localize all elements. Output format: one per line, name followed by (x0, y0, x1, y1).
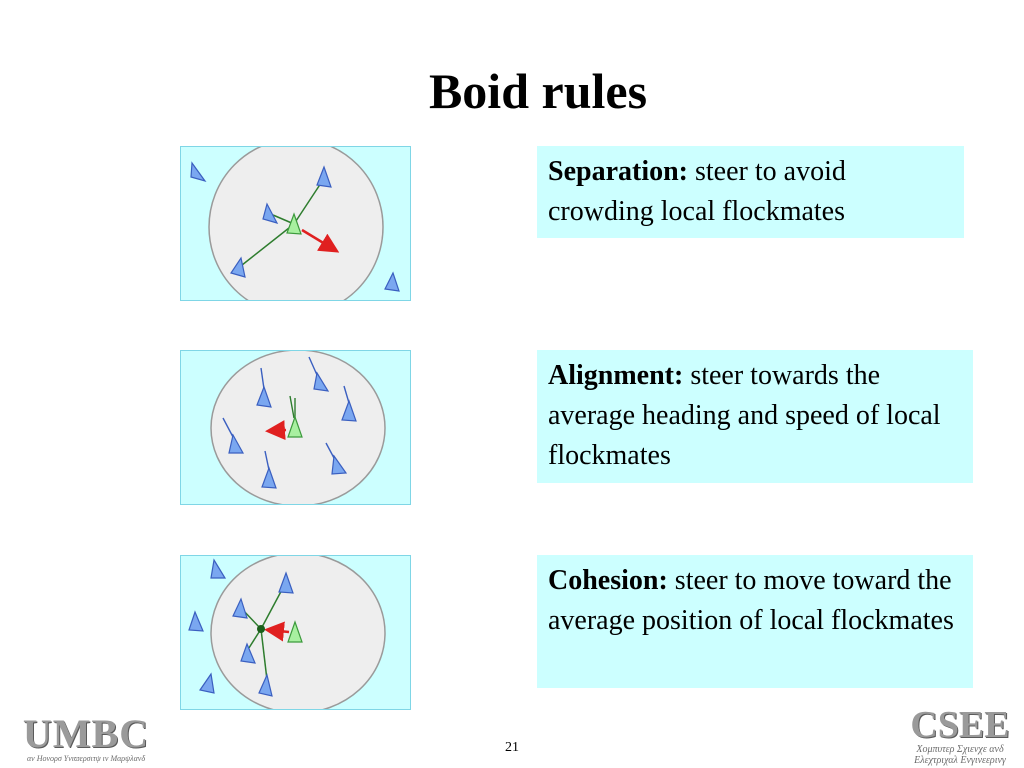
umbc-logo: UMBC αν Ηονορσ Υνιϖερσιτψ ιν Μαρψλανδ (6, 714, 166, 764)
rule-heading: Cohesion: (548, 565, 668, 596)
link-line (246, 628, 262, 652)
rule-heading: Separation: (548, 156, 688, 187)
separation-diagram (180, 146, 411, 301)
alignment-rule: Alignment: steer towards the average hea… (537, 350, 973, 483)
rule-text: steer to move toward the average positio… (548, 565, 954, 636)
boid-icon (190, 161, 207, 183)
heading-line (343, 385, 350, 404)
boid-icon (240, 642, 256, 664)
boid-icon (228, 433, 245, 454)
focal-boid-icon (287, 415, 303, 438)
steer-arrow (264, 621, 290, 642)
steer-arrow (301, 228, 340, 253)
heading-line (325, 442, 335, 459)
boid-icon (313, 371, 330, 392)
average-position-dot (257, 625, 265, 633)
link-line (293, 179, 324, 225)
csee-logo-tagline-2: Ελεχτριχαλ Ενγινεερινγ (914, 755, 1006, 766)
umbc-logo-tagline: αν Ηονορσ Υνιϖερσιτψ ιν Μαρψλανδ (26, 754, 146, 763)
csee-logo-name: CSEE (910, 704, 1010, 746)
boid-icon (198, 672, 215, 694)
heading-line (289, 395, 295, 419)
page-number: 21 (505, 740, 519, 755)
csee-logo-tagline-1: Χομπυτερ Σχιενχε ανδ (916, 744, 1004, 755)
focal-boid-icon (287, 620, 303, 643)
boid-icon (316, 165, 332, 188)
boid-icon (341, 399, 357, 422)
cohesion-diagram (180, 555, 411, 710)
boid-icon (384, 271, 400, 292)
boid-icon (258, 673, 273, 697)
boid-icon (232, 597, 248, 619)
heading-line (260, 367, 265, 390)
boid-icon (256, 385, 272, 408)
steer-arrow (265, 420, 287, 441)
rule-text: steer to avoid crowding local flockmates (548, 156, 846, 227)
boid-icon (331, 454, 348, 475)
separation-rule: Separation: steer to avoid crowding loca… (537, 146, 964, 238)
boid-icon (262, 202, 279, 224)
link-line (260, 628, 268, 681)
boid-icon (210, 558, 227, 579)
rule-heading: Alignment: (548, 360, 684, 391)
focal-boid-icon (286, 212, 302, 235)
boid-icon (188, 610, 204, 632)
cohesion-rule: Cohesion: steer to move toward the avera… (537, 555, 973, 688)
umbc-logo-name: UMBC (22, 711, 150, 756)
boid-icon (230, 256, 246, 278)
link-line (236, 223, 295, 270)
heading-line (222, 417, 234, 438)
boid-icon (261, 466, 277, 489)
rule-text: steer towards the average heading and sp… (548, 360, 941, 471)
csee-logo: CSEE Χομπυτερ Σχιενχε ανδ Ελεχτριχαλ Ενγ… (900, 706, 1020, 766)
page-title: Boid rules (428, 63, 648, 119)
alignment-diagram (180, 350, 411, 505)
heading-line (264, 450, 270, 471)
heading-line (308, 356, 318, 376)
boid-icon (278, 571, 294, 594)
